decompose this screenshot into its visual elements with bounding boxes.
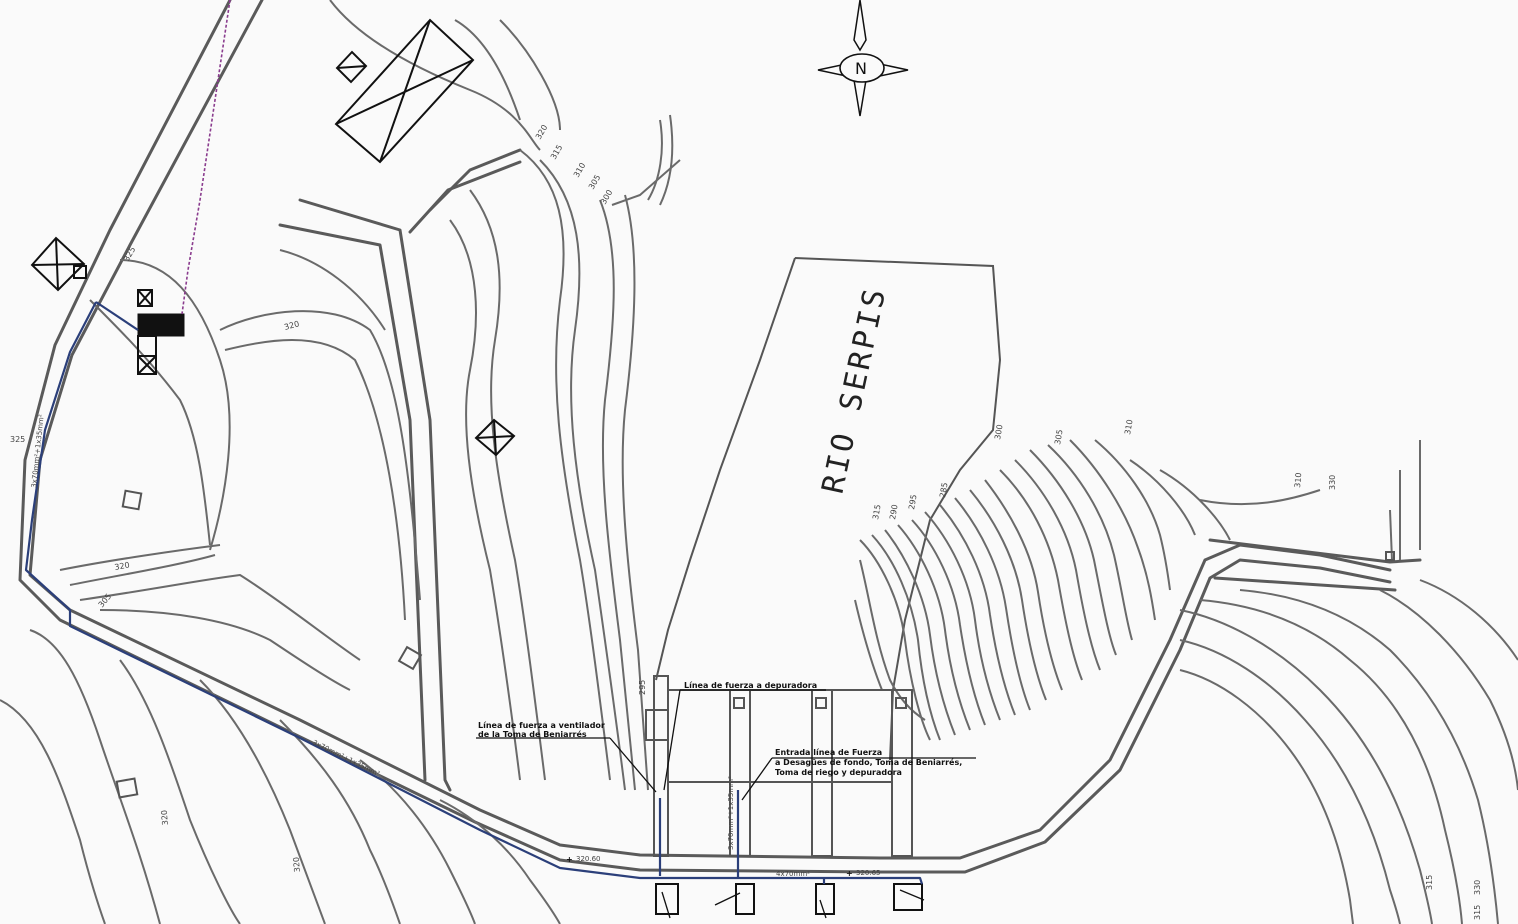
power-cable <box>24 301 924 885</box>
spot-elevation-right: 320.65 <box>856 869 881 877</box>
contour-label: 320 <box>283 319 300 332</box>
contour-label: 315 <box>549 143 564 161</box>
building-middle <box>474 418 516 457</box>
building-top <box>334 18 475 164</box>
dam-structures <box>645 675 925 919</box>
annotation-linea-ventilador-2: de la Toma de Beniarrés <box>478 729 587 739</box>
contour-label: 320 <box>534 123 549 141</box>
overhead-line <box>181 0 231 315</box>
spot-elevation-right-mark: + <box>846 869 853 878</box>
contour-label: 295 <box>907 494 919 511</box>
cable-label-bottom: 4x70mm² <box>776 870 810 878</box>
contour-label: 315 <box>871 504 883 521</box>
river-label: RIO SERPIS <box>816 283 894 496</box>
contour-label: 310 <box>572 161 587 179</box>
spot-elevation-left: 320.60 <box>576 855 601 863</box>
annotation-entrada-3: Toma de riego y depuradora <box>775 768 902 777</box>
contour-label: 310 <box>1293 472 1303 488</box>
contour-label: 315 <box>1425 875 1434 890</box>
transformer-group <box>137 289 185 375</box>
small-markers <box>115 489 1395 799</box>
annotation-linea-ventilador-1: Línea de fuerza a ventilador <box>478 721 605 730</box>
annotation-linea-depuradora: Línea de fuerza a depuradora <box>684 681 817 690</box>
contour-label: 300 <box>993 424 1005 441</box>
river-outline <box>655 257 1002 761</box>
contour-label: 315 <box>1473 905 1482 920</box>
cable-label-center: 3x70mm²+1x35mm² <box>727 776 735 850</box>
contour-label: 300 <box>599 188 614 206</box>
contours-left <box>0 0 561 924</box>
contour-label: 290 <box>888 504 900 521</box>
contour-label: 320 <box>114 560 131 572</box>
contour-label: 320 <box>292 857 302 873</box>
contour-label: 305 <box>587 173 602 191</box>
building-left <box>30 236 87 292</box>
access-road <box>278 148 522 792</box>
annotation-entrada-2: a Desagües de fondo, Toma de Beniarrés, <box>775 757 962 767</box>
contours-far-right <box>1179 440 1518 924</box>
contour-label: 330 <box>1473 880 1482 895</box>
spot-elevation-left-mark: + <box>566 855 573 864</box>
contour-label: 305 <box>1053 429 1065 446</box>
north-arrow: N <box>817 0 909 117</box>
contour-label: 310 <box>1123 419 1135 436</box>
contour-label: 325 <box>10 435 25 444</box>
contour-label: 330 <box>1328 475 1337 490</box>
contour-label: 320 <box>160 810 170 826</box>
leaders <box>476 689 976 801</box>
north-letter: N <box>855 59 867 78</box>
contour-label: 295 <box>638 680 647 695</box>
contours-right <box>854 439 1321 741</box>
annotation-entrada-1: Entrada línea de Fuerza <box>775 748 882 757</box>
contour-label: 285 <box>938 482 950 499</box>
